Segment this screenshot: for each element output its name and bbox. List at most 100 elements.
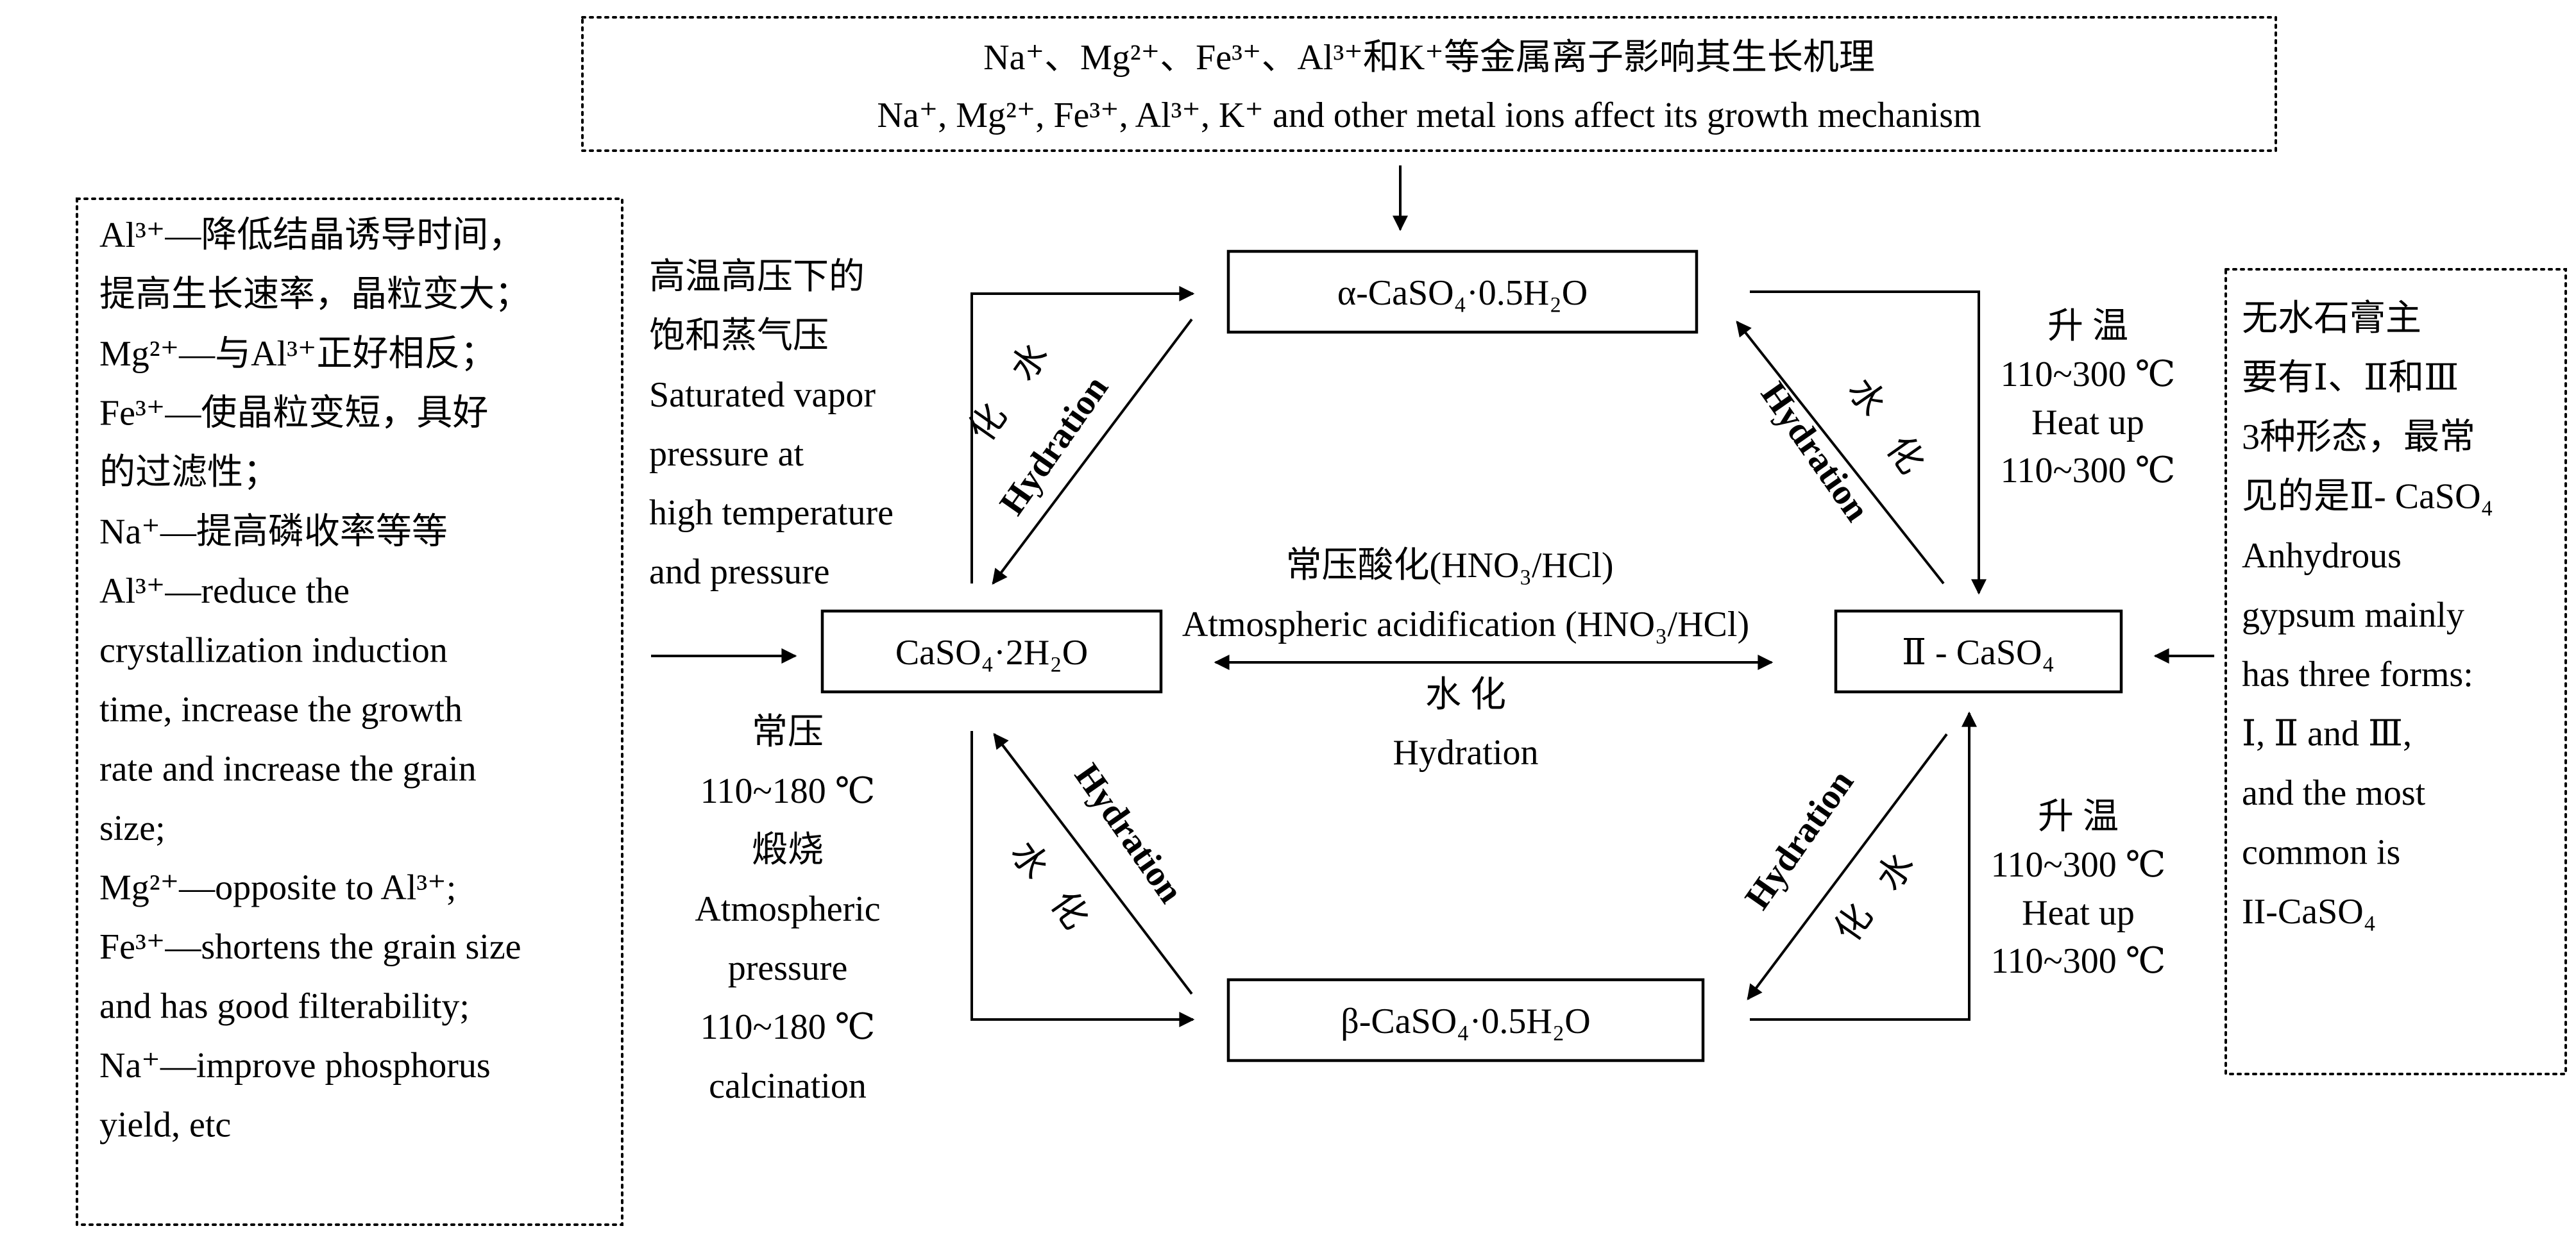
arrow-dihydrate-to-beta — [970, 731, 1195, 1027]
calcination-line: 煅烧 — [752, 830, 824, 870]
right-note-line: 见的是Ⅱ- CaSO₄ — [2242, 477, 2493, 517]
node-dihydrate: CaSO₄·2H₂O — [820, 609, 1163, 694]
saturated-vapor-line: pressure at — [649, 434, 804, 474]
node-dihydrate-label: CaSO₄·2H₂O — [895, 633, 1088, 673]
hydration-en-bottom-left: Hydration — [1067, 757, 1191, 910]
hydration-zh-top-left-hua: 化 — [962, 397, 1015, 449]
acidification-en-label: Atmospheric acidification (HNO₃/HCl) — [1182, 605, 1749, 644]
hydration-zh-top-right-shui: 水 — [1840, 371, 1893, 423]
left-note-line: Al³⁺—降低结晶诱导时间， — [99, 215, 524, 255]
arrow-anhydrite-to-beta-hydration — [1747, 733, 1948, 1000]
heat-up-top-line: 110~300 ℃ — [2001, 355, 2176, 394]
node-anhydrite-label: Ⅱ - CaSO₄ — [1902, 633, 2055, 673]
node-alpha-label: α-CaSO₄·0.5H₂O — [1337, 273, 1588, 313]
calcination-line: 常压 — [752, 712, 824, 752]
calcination-line: pressure — [728, 948, 848, 988]
left-note-line: Fe³⁺—shortens the grain size — [99, 927, 521, 967]
hydration-center-zh-label: 水 化 — [1425, 675, 1506, 715]
arrow-beta-to-anhydrite — [1750, 711, 1977, 1021]
left-note-line: yield, etc — [99, 1105, 231, 1145]
left-note-line: crystallization induction — [99, 631, 448, 671]
node-dihydrate-box — [820, 609, 1163, 694]
right-note-line: common is — [2242, 833, 2400, 873]
right-note-line: gypsum mainly — [2242, 596, 2464, 635]
left-note-line: 提高生长速率，晶粒变大； — [99, 275, 530, 315]
heat-up-top-line: 升 温 — [2047, 306, 2128, 346]
hydration-zh-top-right: 水 — [1840, 371, 1893, 423]
calcination-line: Atmospheric — [695, 889, 880, 929]
left-note-border — [76, 197, 623, 1226]
arrow-alpha-to-anhydrite — [1750, 290, 1987, 595]
heat-up-top-line: Heat up — [2031, 403, 2144, 442]
saturated-vapor-line: Saturated vapor — [649, 375, 876, 415]
hydration-zh-bottom-right-2: 化 — [1827, 897, 1881, 949]
calcination-line: calcination — [709, 1066, 867, 1106]
node-alpha: α-CaSO₄·0.5H₂O — [1226, 249, 1699, 334]
right-note-line: 3种形态，最常 — [2242, 417, 2475, 457]
hydration-center-en-label: Hydration — [1393, 733, 1538, 773]
calcination-label: 常压 110~180 ℃ 煅烧 Atmospheric pressure 110~180 … — [695, 712, 880, 1106]
top-note-zh: Na⁺、Mg²⁺、Fe³⁺、Al³⁺和K⁺等金属离子影响其生长机理 — [983, 38, 1875, 78]
hydration-zh-bottom-left-shui: 水 — [1003, 834, 1056, 886]
hydration-zh-bottom-left-2: 化 — [1042, 884, 1096, 936]
left-note-line: Fe³⁺—使晶粒变短，具好 — [99, 394, 488, 433]
right-note-border — [2224, 268, 2567, 1075]
arrow-alpha-to-dihydrate-hydration — [992, 318, 1193, 585]
top-note-en: Na⁺, Mg²⁺, Fe³⁺, Al³⁺, K⁺ and other meta… — [877, 96, 1981, 135]
heat-up-top-label: 升 温 110~300 ℃ Heat up 110~300 ℃ — [2001, 306, 2176, 491]
hydration-en-bottom-right: Hydration — [1737, 763, 1861, 916]
left-note-line: rate and increase the grain — [99, 750, 477, 789]
left-note-line: size; — [99, 809, 165, 848]
top-note-border — [581, 16, 2277, 152]
left-note-line: Al³⁺—reduce the — [99, 571, 350, 611]
heat-up-top-line: 110~300 ℃ — [2001, 451, 2176, 491]
heat-up-bottom-line: 110~300 ℃ — [1991, 941, 2166, 981]
hydration-zh-bottom-left: 水 — [1003, 834, 1056, 886]
left-note-line: Mg²⁺—opposite to Al³⁺; — [99, 868, 456, 908]
right-note-line: and the most — [2242, 773, 2426, 813]
left-note-line: 的过滤性； — [99, 453, 279, 492]
hydration-zh-top-left: 水 — [1003, 336, 1056, 388]
right-note-line: Anhydrous — [2242, 536, 2402, 576]
saturated-vapor-line: 饱和蒸气压 — [649, 316, 829, 356]
hydration-zh-top-right-hua: 化 — [1878, 429, 1931, 481]
hydration-zh-bottom-right-shui: 水 — [1869, 846, 1922, 898]
node-beta: β-CaSO₄·0.5H₂O — [1226, 978, 1705, 1062]
hydration-label-bottom-left: Hydration — [1067, 757, 1191, 910]
hydration-label-bottom-right: Hydration — [1737, 763, 1861, 916]
right-note-line: Ⅰ, Ⅱ and Ⅲ, — [2242, 714, 2412, 754]
hydration-zh-top-right-2: 化 — [1878, 429, 1931, 481]
saturated-vapor-line: and pressure — [649, 552, 829, 592]
right-note-line: II-CaSO₄ — [2242, 892, 2376, 932]
calcination-line: 110~180 ℃ — [700, 1007, 876, 1047]
arrow-dihydrate-to-alpha — [970, 286, 1195, 583]
calcination-line: 110~180 ℃ — [700, 771, 876, 811]
node-anhydrite: Ⅱ - CaSO₄ — [1834, 609, 2123, 694]
saturated-vapor-line: high temperature — [649, 493, 894, 533]
heat-up-bottom-line: Heat up — [2022, 893, 2135, 933]
heat-up-bottom-line: 升 温 — [2038, 797, 2119, 837]
left-note-line: Na⁺—提高磷收率等等 — [99, 512, 448, 552]
left-note: Al³⁺—降低结晶诱导时间， 提高生长速率，晶粒变大； Mg²⁺—与Al³⁺正好相反… — [76, 197, 623, 1226]
left-note-line: Mg²⁺—与Al³⁺正好相反； — [99, 334, 496, 374]
hydration-zh-top-left-shui: 水 — [1003, 336, 1056, 388]
hydration-zh-bottom-left-hua: 化 — [1042, 884, 1096, 936]
saturated-vapor-line: 高温高压下的 — [649, 257, 865, 297]
right-note-line: 无水石膏主 — [2242, 299, 2421, 339]
right-note-line: 要有Ⅰ、Ⅱ和Ⅲ — [2242, 358, 2459, 398]
node-alpha-box — [1226, 249, 1699, 334]
node-beta-label: β-CaSO₄·0.5H₂O — [1341, 1002, 1591, 1041]
left-note-line: time, increase the growth — [99, 690, 462, 730]
left-note-line: Na⁺—improve phosphorus — [99, 1046, 491, 1086]
arrow-anhydrite-to-alpha-hydration — [1736, 321, 1945, 585]
right-note-line: has three forms: — [2242, 655, 2473, 694]
arrow-beta-to-dihydrate-hydration — [993, 733, 1193, 995]
hydration-zh-bottom-right-hua: 化 — [1827, 897, 1881, 949]
left-note-line: and has good filterability; — [99, 987, 470, 1027]
hydration-zh-top-left-2: 化 — [962, 397, 1015, 449]
